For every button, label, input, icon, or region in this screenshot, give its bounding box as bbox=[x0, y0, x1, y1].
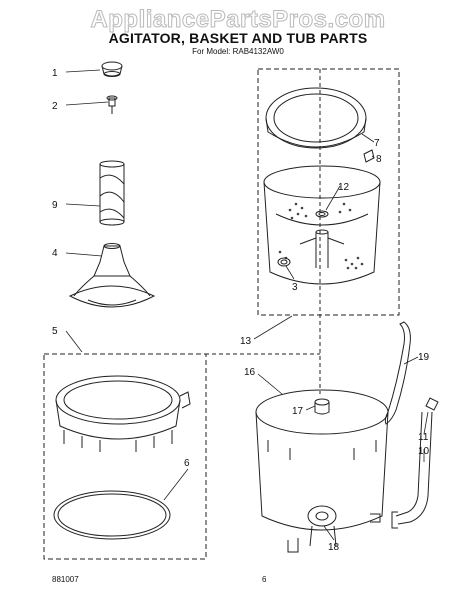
callout-13: 13 bbox=[240, 336, 252, 347]
callout-16: 16 bbox=[244, 367, 256, 378]
fill-hose-strip bbox=[384, 321, 411, 425]
diagram-title: AGITATOR, BASKET AND TUB PARTS bbox=[108, 30, 368, 46]
basket-group-box bbox=[257, 68, 400, 316]
callout-6: 6 bbox=[184, 458, 190, 469]
callout-leaders bbox=[65, 69, 429, 541]
callout-9: 9 bbox=[52, 200, 58, 211]
drive-bell-group-box bbox=[43, 353, 207, 560]
callout-4: 4 bbox=[52, 248, 58, 259]
callout-7: 7 bbox=[374, 138, 380, 149]
basket-nut bbox=[315, 210, 329, 218]
wash-basket bbox=[263, 165, 381, 285]
model-subtitle: For Model: RAB4132AW0 bbox=[192, 47, 284, 56]
tub-drain-outlet bbox=[307, 505, 337, 547]
callout-11: 11 bbox=[418, 432, 429, 443]
callout-19: 19 bbox=[418, 352, 430, 363]
callout-2: 2 bbox=[52, 101, 58, 112]
basket-seal-ring bbox=[53, 490, 171, 540]
agitator-bolt bbox=[106, 95, 118, 114]
callout-3: 3 bbox=[292, 282, 298, 293]
callout-17: 17 bbox=[292, 406, 304, 417]
balance-ring bbox=[265, 87, 367, 149]
tub-seal bbox=[314, 398, 330, 415]
drive-bell bbox=[55, 375, 191, 452]
callout-8: 8 bbox=[376, 154, 382, 165]
watermark: AppliancePartsPros.com bbox=[90, 6, 386, 34]
agitator-base bbox=[68, 243, 156, 308]
drain-hose bbox=[391, 397, 439, 529]
callout-5: 5 bbox=[52, 326, 58, 337]
footer-code: 881007 bbox=[52, 575, 79, 584]
hub-seal bbox=[277, 257, 291, 267]
agitator-auger bbox=[99, 160, 125, 226]
footer-page-number: 6 bbox=[262, 575, 267, 584]
agitator-cap bbox=[101, 61, 123, 77]
callout-18: 18 bbox=[328, 542, 340, 553]
callout-1: 1 bbox=[52, 68, 58, 79]
callout-12: 12 bbox=[338, 182, 350, 193]
callout-10: 10 bbox=[418, 446, 430, 457]
